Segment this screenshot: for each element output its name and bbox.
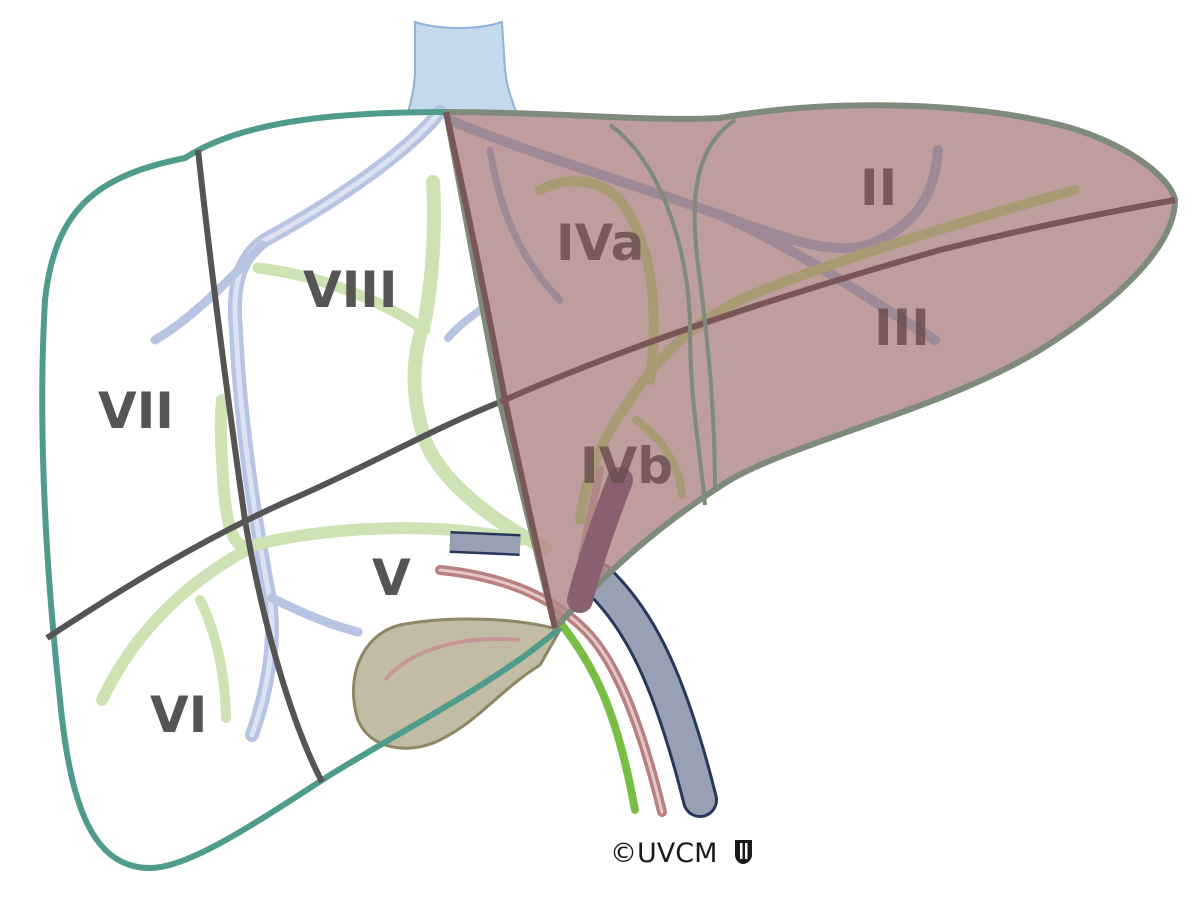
segment-label-iva: IVa	[556, 214, 644, 272]
segment-label-ivb: IVb	[580, 437, 673, 495]
segment-label-vi: VI	[150, 686, 207, 744]
bile-duct	[548, 608, 639, 814]
segment-label-vii: VII	[98, 382, 174, 440]
right-segment-lines	[45, 149, 502, 784]
segment-label-v: V	[372, 549, 411, 607]
segment-label-iii: III	[874, 299, 930, 357]
segment-label-ii: II	[860, 159, 897, 217]
segment-label-viii: VIII	[303, 261, 398, 319]
copyright-text: ©UVCM	[610, 838, 717, 869]
gallbladder	[351, 617, 563, 750]
portal-branches	[96, 175, 552, 723]
left-lobe-boundaries	[608, 118, 737, 506]
right-liver-outline	[39, 109, 562, 871]
uvcm-logo-icon	[735, 840, 752, 864]
hepatic-veins	[150, 105, 484, 742]
left-segment-lines	[443, 111, 1176, 629]
vena-cava	[406, 20, 518, 113]
